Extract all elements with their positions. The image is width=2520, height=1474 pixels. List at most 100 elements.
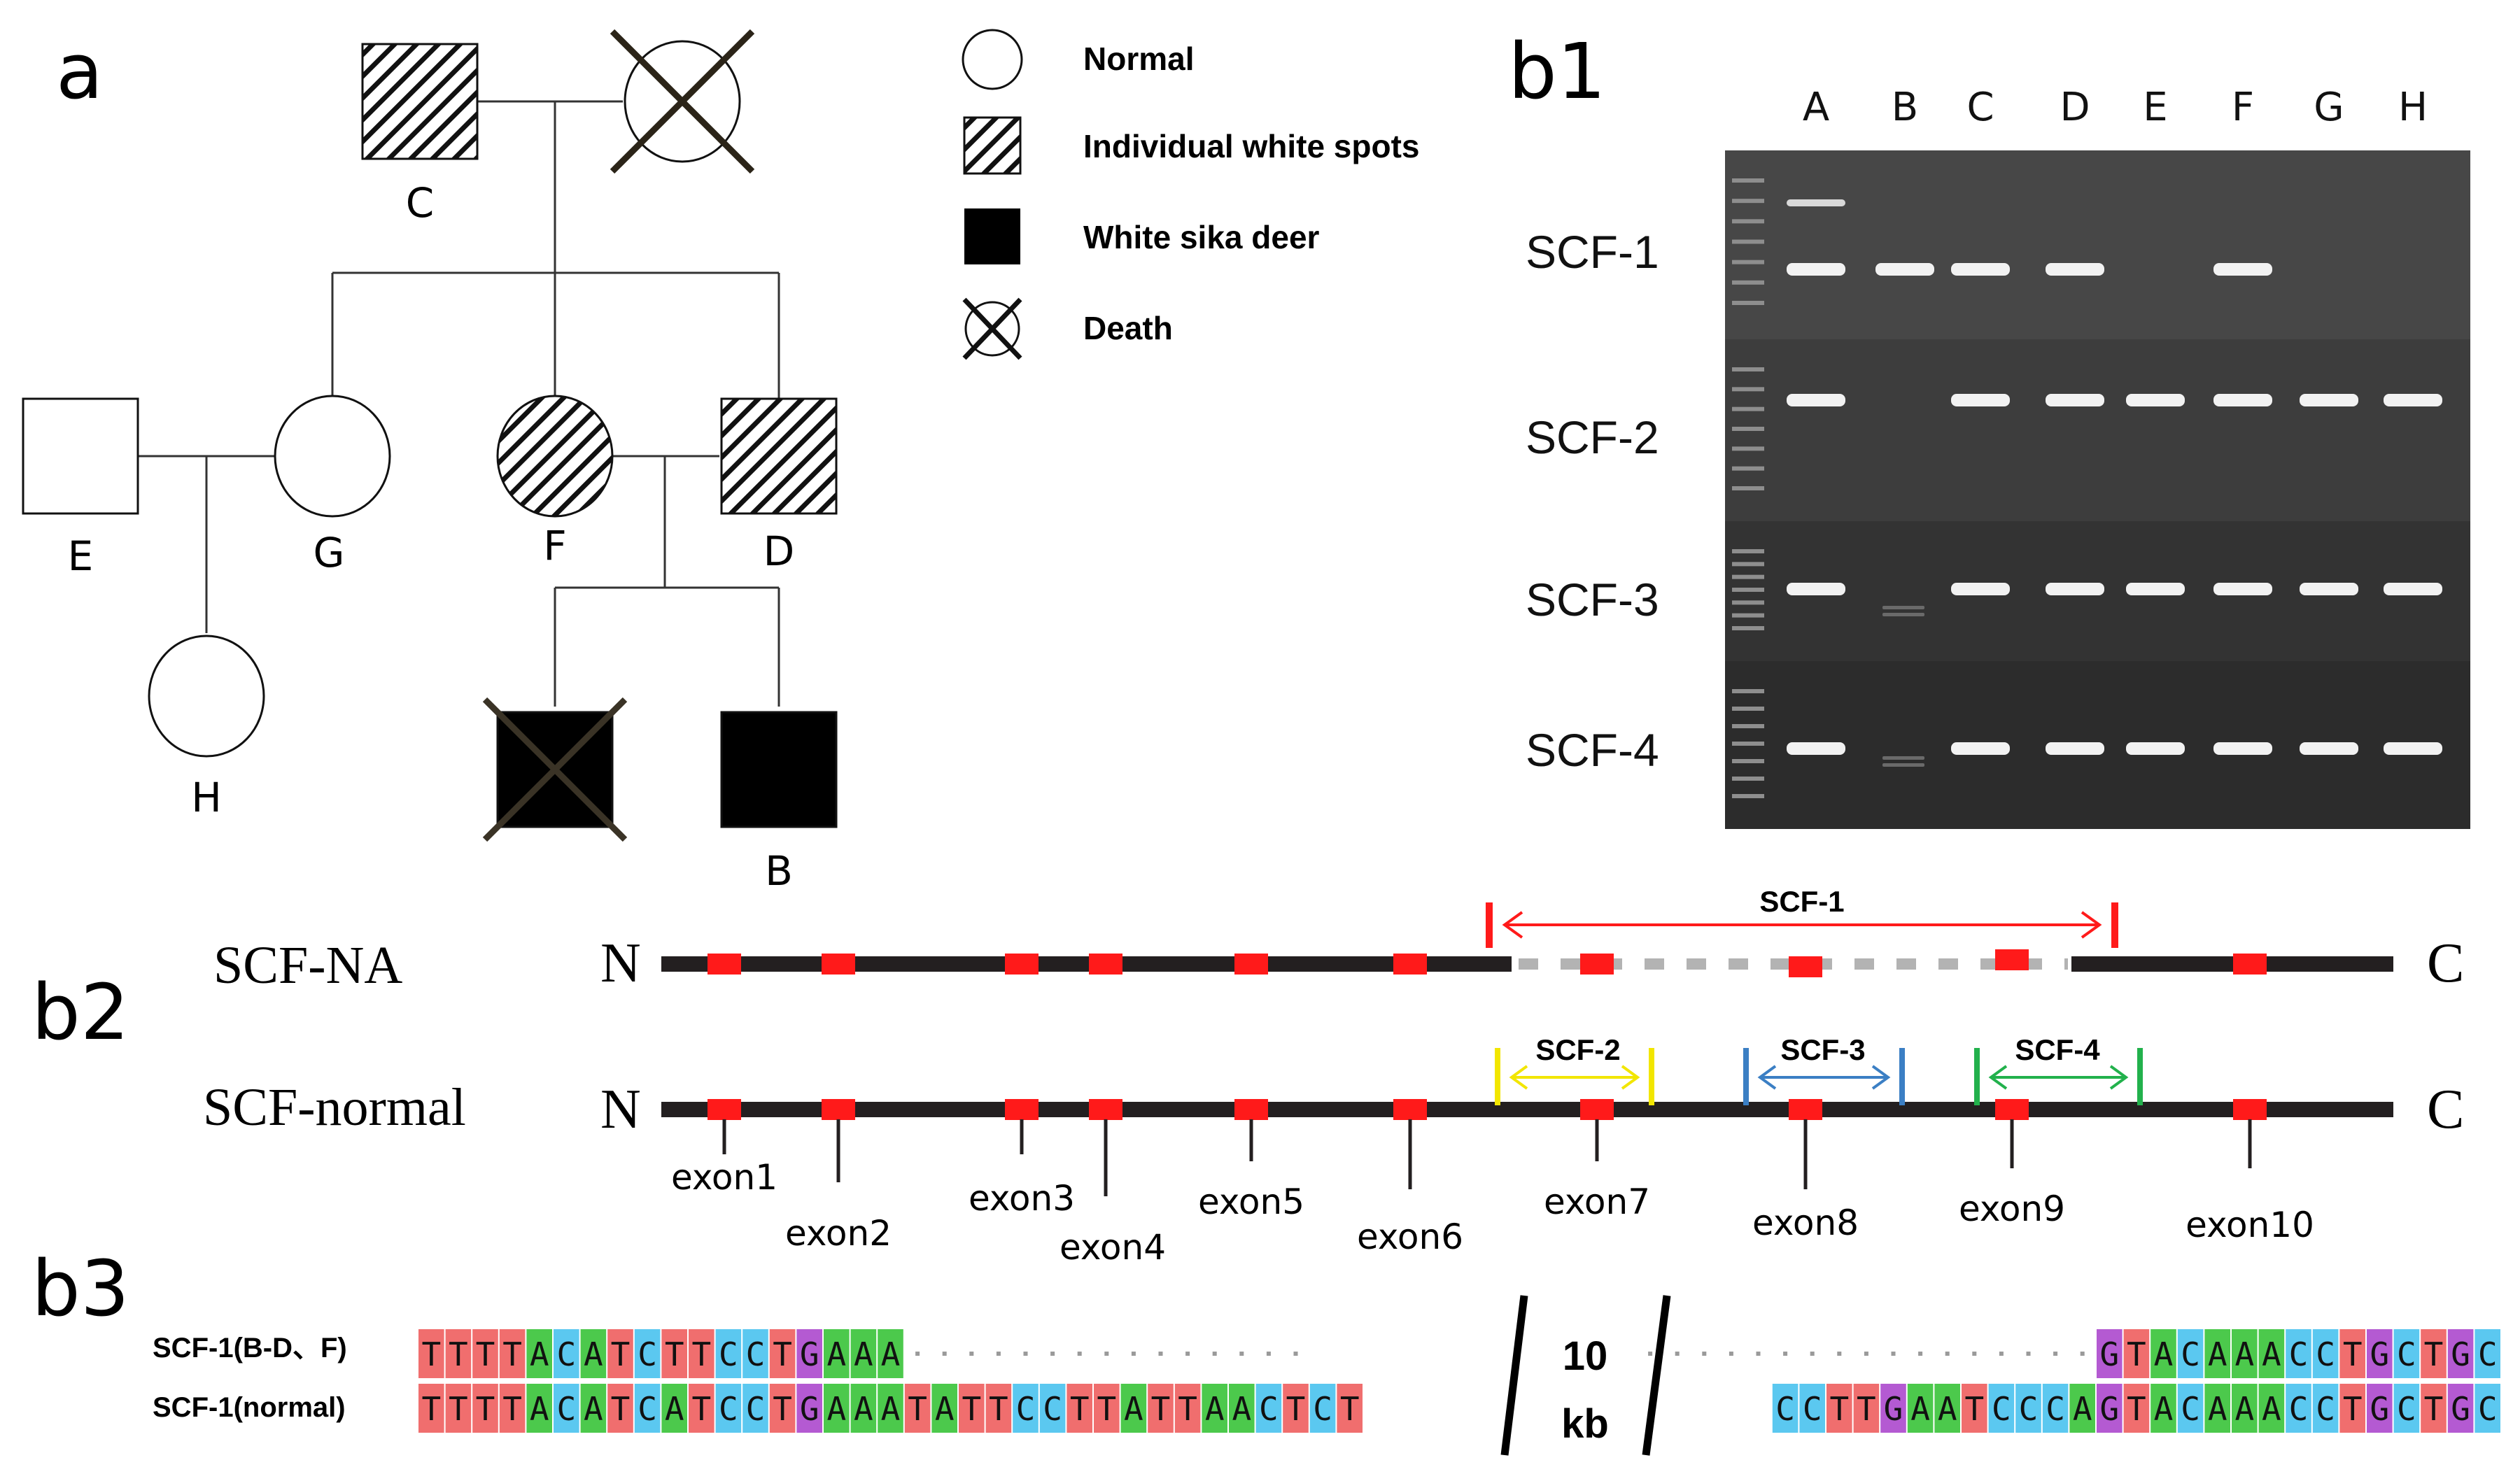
scf4-label: SCF-4	[2015, 1033, 2100, 1066]
gel-smear-b	[1882, 613, 1924, 616]
individual-b: B	[720, 711, 838, 895]
base-letter: C	[638, 1390, 657, 1428]
base-cell	[769, 1329, 796, 1378]
gap-slash-right	[1642, 1295, 1671, 1456]
scf4-arrowhead-left	[1988, 1065, 2008, 1090]
na-exon-1	[708, 954, 741, 975]
base-cell	[2286, 1384, 2311, 1433]
lane-label-d: D	[2060, 85, 2090, 130]
legend: Normal Individual white spots White sika…	[962, 29, 1419, 360]
gene-label-normal: SCF-normal	[203, 1078, 466, 1137]
legend-symbol-death	[962, 297, 1022, 360]
gel-band-scf-4-h	[2384, 742, 2442, 755]
n-terminal-na: N	[600, 933, 641, 994]
base-cell	[742, 1384, 768, 1433]
gene-structure: SCF-NA SCF-normal N C N C SCF-1 SCF-2 SC…	[203, 885, 2464, 1268]
base-cell	[661, 1329, 687, 1378]
panel-label-b3: b3	[31, 1244, 129, 1333]
gel-smear-b	[1882, 606, 1924, 609]
base-cell	[1337, 1384, 1363, 1433]
ladder-band	[1732, 466, 1764, 471]
base-cell	[1853, 1384, 1880, 1433]
base-cell	[2339, 1384, 2365, 1433]
base-letter: C	[2289, 1390, 2309, 1428]
ladder-band	[1732, 588, 1764, 592]
ladder-band	[1732, 600, 1764, 605]
ladder-band	[1732, 707, 1764, 711]
scf2-label: SCF-2	[1535, 1033, 1620, 1066]
normal-exon-7	[1580, 1099, 1614, 1120]
exon-label-7: exon7	[1544, 1182, 1650, 1222]
gap-dot	[1239, 1352, 1244, 1356]
gap-dot	[1077, 1352, 1082, 1356]
ladder-band	[1732, 239, 1764, 244]
lane-label-h: H	[2398, 85, 2428, 130]
base-cell	[2421, 1384, 2447, 1433]
gap-dot	[1648, 1352, 1653, 1356]
base-letter: T	[2343, 1335, 2363, 1373]
base-cell	[445, 1329, 472, 1378]
gel-row-label-4: SCF-4	[1526, 724, 1659, 776]
scf2-arrowhead-right	[1621, 1065, 1640, 1090]
base-cell	[1772, 1384, 1799, 1433]
base-letter: C	[2478, 1335, 2498, 1373]
gel-band-scf-3-d	[2046, 583, 2104, 595]
base-cell	[2393, 1329, 2420, 1378]
base-letter: T	[611, 1390, 631, 1428]
base-cell	[661, 1384, 687, 1433]
gel-band-scf-4-e	[2126, 742, 2185, 755]
individual-label-c: C	[406, 179, 435, 227]
base-cell	[742, 1329, 768, 1378]
base-letter: C	[746, 1390, 766, 1428]
base-letter: C	[719, 1335, 738, 1373]
c-terminal-normal: C	[2427, 1079, 2464, 1140]
ladder-band	[1732, 219, 1764, 224]
ladder-band	[1732, 486, 1764, 490]
ladder-band	[1732, 406, 1764, 411]
base-letter: C	[2478, 1390, 2498, 1428]
base-letter: T	[2343, 1390, 2363, 1428]
gap-dot	[1891, 1352, 1896, 1356]
base-cell	[2393, 1384, 2420, 1433]
na-exon-5	[1234, 954, 1268, 975]
gel-band-scf-2-a	[1787, 394, 1845, 406]
individual-label-e: E	[68, 532, 94, 580]
base-cell	[2151, 1329, 2176, 1378]
ladder-band	[1732, 759, 1764, 763]
gap-dot	[1918, 1352, 1923, 1356]
legend-label-3: Death	[1083, 310, 1173, 346]
base-letter: G	[2099, 1335, 2119, 1373]
base-letter: C	[2289, 1335, 2309, 1373]
ladder-band	[1732, 387, 1764, 392]
base-letter: C	[2181, 1390, 2200, 1428]
base-letter: A	[826, 1390, 846, 1428]
base-letter: T	[1070, 1390, 1090, 1428]
gel-band-scf-1-f	[2213, 263, 2272, 276]
base-letter: A	[2262, 1390, 2281, 1428]
base-cell	[1880, 1384, 1906, 1433]
base-letter: C	[2019, 1390, 2039, 1428]
individual-label-g: G	[314, 529, 345, 576]
gap-size-number: 10	[1563, 1333, 1608, 1379]
c-terminal-na: C	[2427, 933, 2464, 994]
gel-band-scf-2-h	[2384, 394, 2442, 406]
base-cell	[931, 1384, 957, 1433]
individual-label-h: H	[191, 774, 222, 821]
base-letter: C	[2316, 1335, 2335, 1373]
gap-dot	[1185, 1352, 1190, 1356]
normal-exon-3	[1005, 1099, 1039, 1120]
gap-dot	[2053, 1352, 2058, 1356]
base-letter: A	[2073, 1390, 2092, 1428]
base-cell	[526, 1329, 552, 1378]
base-letter: T	[691, 1390, 711, 1428]
base-cell	[2204, 1329, 2230, 1378]
base-cell	[1309, 1384, 1336, 1433]
ladder-band	[1732, 626, 1764, 630]
base-letter: T	[502, 1390, 522, 1428]
base-cell	[418, 1384, 444, 1433]
base-cell	[1013, 1384, 1039, 1433]
normal-exon-8	[1789, 1099, 1822, 1120]
base-cell	[1067, 1384, 1092, 1433]
gap-dot	[969, 1352, 974, 1356]
